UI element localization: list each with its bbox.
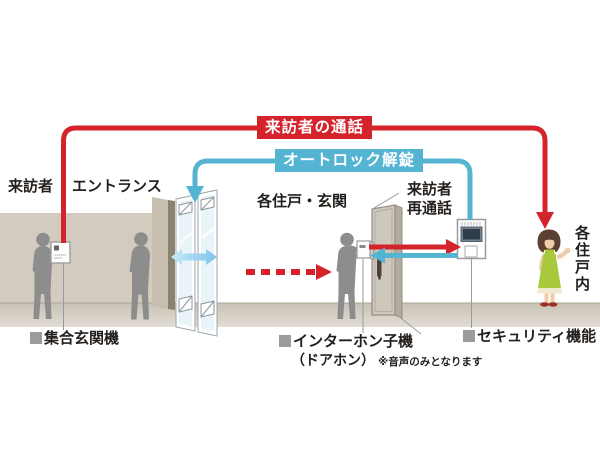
legend-entrance-station-text: 集合玄関機 [44, 330, 120, 347]
legend-intercom-handset-text: インターホン子機 [293, 333, 414, 350]
sliding-door-arrow-icon [171, 249, 217, 265]
resident-entrance-silhouette [129, 232, 150, 320]
legend-doorphone-text: （ドアホン） [291, 352, 375, 368]
legend-intercom-handset: インターホン子機 [279, 334, 413, 350]
blue-arrowhead-left-icon [370, 247, 385, 264]
security-monitor-device [456, 218, 487, 260]
woman-shoe [540, 302, 549, 307]
dwelling-entrance-label: 各住戸・玄関 [257, 193, 348, 210]
visitor-recall-line2: 再通話 [407, 200, 453, 217]
leader-lines [63, 259, 472, 335]
legend-audio-only-note: ※音声のみとなります [378, 356, 483, 368]
entrance-station-device [50, 241, 71, 264]
visitor-call-banner: 来訪者の通話 [257, 116, 373, 139]
visitor-body [32, 246, 53, 319]
entrance-auto-door [152, 189, 218, 337]
resident-door-silhouette [336, 232, 362, 319]
visitor-label: 来訪者 [8, 178, 54, 195]
red-arrowhead-down-icon [536, 212, 554, 229]
glass-decor-panels [178, 196, 215, 318]
entrance-station-screen [54, 245, 59, 251]
autolock-unlock-banner: オートロック解錠 [275, 149, 424, 172]
inside-dwelling-label: 各住戸内 [573, 225, 590, 293]
woman-skirt-hem [537, 288, 562, 294]
entrance-label: エントランス [72, 178, 162, 195]
ground-horizon-line [0, 302, 600, 304]
woman-leg [544, 293, 549, 303]
legend-security-function: セキュリティ機能 [463, 329, 596, 345]
door-frame-dark-edge [168, 200, 175, 310]
woman-hand [564, 247, 571, 254]
woman-leg [550, 293, 555, 303]
glass-door-left-glass [179, 199, 192, 327]
legend-security-function-text: セキュリティ機能 [477, 328, 597, 345]
visitor-head [36, 232, 50, 247]
legend-square-icon [463, 330, 475, 342]
red-arrowhead-right-icon [446, 239, 461, 255]
intercom-handset-device [356, 240, 374, 261]
visitor-recall-label: 来訪者 再通話 [407, 180, 452, 218]
legend-intercom-handset-sub: （ドアホン） ※音声のみとなります [291, 350, 482, 370]
blue-arrowhead-down-icon [186, 186, 204, 203]
woman-apron [538, 253, 561, 288]
door-frame-line [373, 192, 400, 209]
door-frame-panel [152, 197, 168, 309]
speaker-grille [461, 222, 481, 226]
recall-arrows [369, 239, 461, 264]
walking-path-arrow [246, 264, 332, 280]
monitor-button [464, 245, 478, 258]
monitor-screen [463, 229, 480, 240]
woman-shoe [548, 302, 558, 307]
ground [0, 303, 600, 327]
door-handle [377, 258, 382, 277]
legend-square-icon [30, 332, 42, 344]
resident-woman-figure [537, 229, 571, 307]
legend-entrance-station: 集合玄関機 [30, 331, 119, 347]
woman-face [544, 237, 555, 249]
glass-reflections [179, 227, 215, 244]
visitor-recall-line1: 来訪者 [407, 181, 453, 198]
legend-square-icon [279, 335, 291, 347]
